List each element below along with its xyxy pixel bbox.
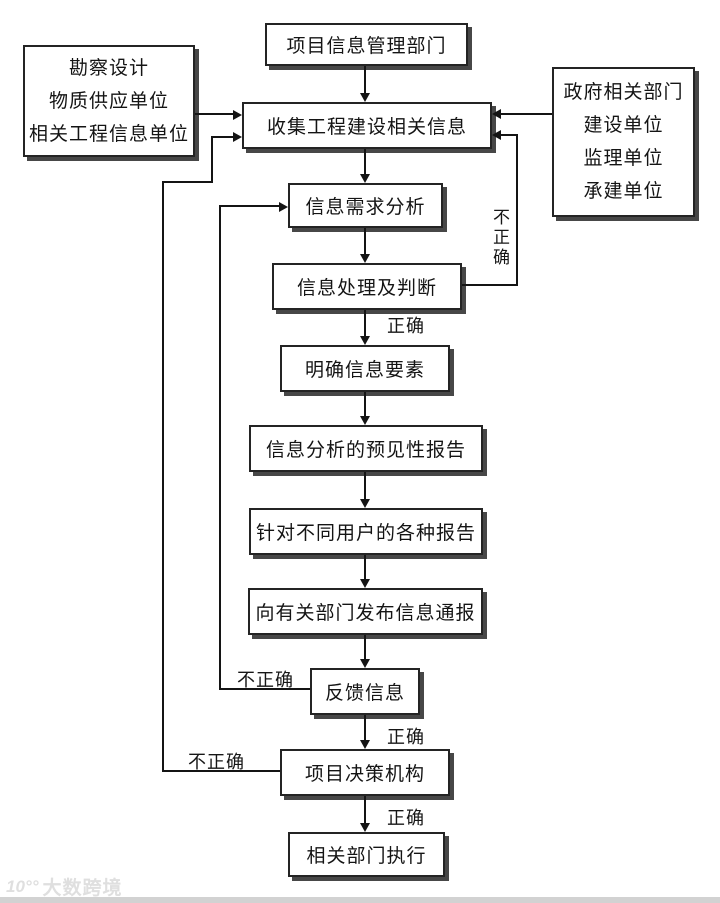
arrowhead-down-icon bbox=[360, 336, 370, 345]
edge-process-to-clarify bbox=[364, 310, 366, 339]
node-line: 监理单位 bbox=[583, 148, 664, 169]
node-line: 相关工程信息单位 bbox=[28, 123, 189, 145]
edge-feedback-loop-bottom bbox=[219, 688, 310, 690]
edge-feedback-loop-top bbox=[219, 205, 279, 207]
watermark: 10°° 大数跨境 bbox=[6, 873, 123, 900]
edge-rightsources-to-collect bbox=[500, 113, 552, 115]
arrowhead-down-icon bbox=[360, 740, 370, 749]
arrowhead-right-icon bbox=[233, 110, 242, 120]
edge-publish-to-feedback bbox=[364, 635, 366, 662]
node-label: 信息需求分析 bbox=[305, 197, 426, 218]
edge-forecast-to-reports bbox=[364, 472, 366, 502]
arrowhead-down-icon bbox=[360, 174, 370, 183]
node-feedback-info: 反馈信息 bbox=[310, 668, 420, 715]
arrowhead-down-icon bbox=[360, 659, 370, 668]
node-process-judge: 信息处理及判断 bbox=[272, 263, 462, 310]
node-line: 政府相关部门 bbox=[563, 82, 684, 103]
node-line: 承建单位 bbox=[583, 181, 664, 202]
arrowhead-down-icon bbox=[360, 499, 370, 508]
arrowhead-left-icon bbox=[492, 130, 501, 140]
node-label: 项目决策机构 bbox=[304, 764, 425, 785]
node-label: 相关部门执行 bbox=[306, 846, 427, 867]
arrowhead-down-icon bbox=[360, 254, 370, 263]
node-label: 反馈信息 bbox=[324, 683, 405, 704]
node-decision-body: 项目决策机构 bbox=[280, 749, 450, 796]
edge-process-loop-vertical bbox=[516, 134, 518, 285]
node-line: 建设单位 bbox=[583, 115, 664, 136]
edge-decision-loop-bottom bbox=[162, 770, 280, 772]
edge-label-incorrect: 不正确 bbox=[237, 670, 294, 690]
node-line: 勘察设计 bbox=[68, 57, 149, 79]
node-label: 明确信息要素 bbox=[304, 360, 425, 381]
edge-decision-loop-top bbox=[211, 136, 234, 138]
node-collect-info: 收集工程建设相关信息 bbox=[242, 102, 492, 149]
node-user-reports: 针对不同用户的各种报告 bbox=[249, 508, 483, 555]
node-left-sources: 勘察设计 物质供应单位 相关工程信息单位 bbox=[23, 45, 195, 157]
edge-decision-loop-jog-v bbox=[211, 136, 213, 183]
edge-process-loop-top bbox=[500, 134, 517, 136]
arrowhead-right-icon bbox=[279, 202, 288, 212]
edge-collect-to-need bbox=[364, 149, 366, 177]
node-clarify-elements: 明确信息要素 bbox=[280, 345, 450, 392]
edge-decision-to-execute bbox=[364, 796, 366, 826]
node-right-sources: 政府相关部门 建设单位 监理单位 承建单位 bbox=[552, 67, 695, 217]
node-label: 信息处理及判断 bbox=[296, 278, 437, 299]
watermark-logo-icon: 10°° bbox=[6, 876, 39, 896]
arrowhead-down-icon bbox=[360, 416, 370, 425]
node-label: 信息分析的预见性报告 bbox=[265, 440, 466, 461]
node-project-info-dept: 项目信息管理部门 bbox=[265, 23, 468, 66]
edge-need-to-process bbox=[364, 228, 366, 257]
edge-decision-loop-jog-h bbox=[162, 181, 213, 183]
node-forecast-report: 信息分析的预见性报告 bbox=[249, 425, 483, 472]
edge-top-to-collect bbox=[364, 66, 366, 96]
edge-reports-to-publish bbox=[364, 555, 366, 582]
node-label: 向有关部门发布信息通报 bbox=[255, 603, 476, 624]
node-label: 针对不同用户的各种报告 bbox=[255, 523, 476, 544]
node-line: 物质供应单位 bbox=[48, 90, 169, 112]
arrowhead-down-icon bbox=[360, 823, 370, 832]
watermark-text: 大数跨境 bbox=[42, 878, 123, 899]
edge-leftsources-to-collect bbox=[195, 113, 234, 115]
node-need-analysis: 信息需求分析 bbox=[288, 183, 443, 228]
node-publish-bulletin: 向有关部门发布信息通报 bbox=[248, 588, 483, 635]
edge-label-correct: 正确 bbox=[387, 316, 425, 336]
edge-feedback-loop-vertical bbox=[219, 205, 221, 690]
edge-decision-loop-vertical bbox=[162, 181, 164, 772]
bottom-edge-strip bbox=[0, 897, 720, 903]
edge-label-correct: 正确 bbox=[387, 727, 425, 747]
edge-process-loop-bottom bbox=[462, 284, 518, 286]
arrowhead-left-icon bbox=[492, 109, 501, 119]
arrowhead-down-icon bbox=[360, 579, 370, 588]
arrowhead-down-icon bbox=[360, 93, 370, 102]
edge-label-incorrect-vertical: 不正确 bbox=[490, 208, 509, 268]
node-execute-depts: 相关部门执行 bbox=[288, 832, 445, 877]
node-label: 项目信息管理部门 bbox=[286, 36, 447, 57]
edge-clarify-to-forecast bbox=[364, 392, 366, 419]
edge-feedback-to-decision bbox=[364, 715, 366, 743]
arrowhead-right-icon bbox=[233, 132, 242, 142]
edge-label-incorrect: 不正确 bbox=[188, 752, 245, 772]
node-label: 收集工程建设相关信息 bbox=[266, 117, 467, 138]
edge-label-correct: 正确 bbox=[387, 808, 425, 828]
